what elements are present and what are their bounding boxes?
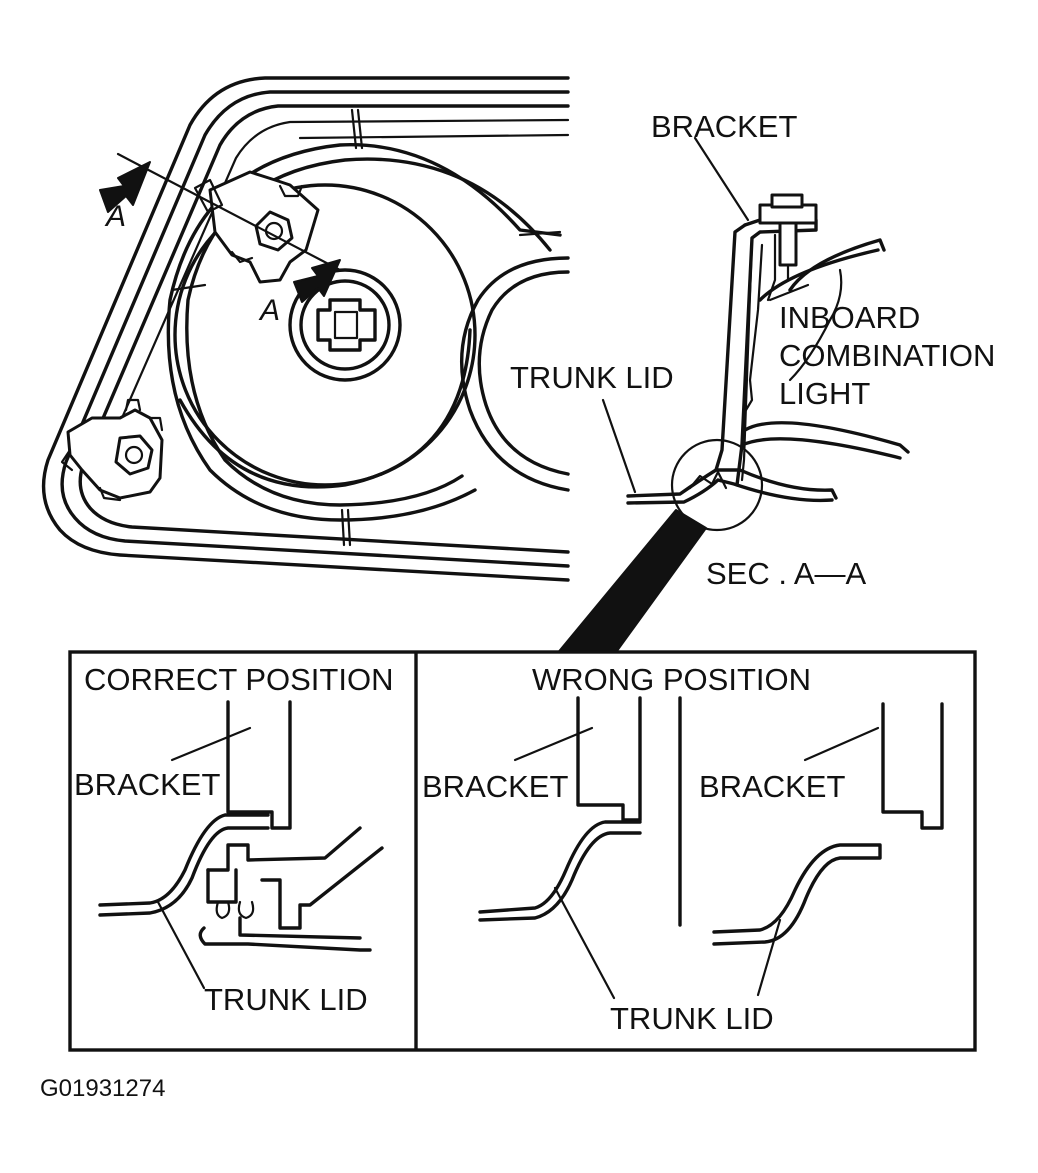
- detail-callout-wedge: [555, 509, 707, 656]
- correct-bracket-label: BRACKET: [74, 767, 220, 802]
- correct-trunk-lid-label: TRUNK LID: [204, 982, 368, 1017]
- section-light-label-2: COMBINATION: [779, 338, 995, 373]
- wrong-position-drawing-1: [478, 696, 682, 1000]
- lamp-assembly-view: [41, 76, 570, 582]
- section-arrow-upper: [99, 161, 151, 213]
- section-a-a-label: SEC . A—A: [706, 556, 867, 591]
- section-trunk-lid-label: TRUNK LID: [510, 360, 674, 395]
- correct-position-drawing: [98, 700, 384, 990]
- wrong-bracket-label-1: BRACKET: [422, 769, 568, 804]
- section-light-label-3: LIGHT: [779, 376, 870, 411]
- section-arrow-lower: [293, 259, 341, 303]
- arrow-label-a-1: A: [104, 200, 126, 233]
- figure-id: G01931274: [40, 1075, 165, 1102]
- section-light-label-1: INBOARD: [779, 300, 920, 335]
- section-bracket-label: BRACKET: [651, 109, 797, 144]
- wrong-position-drawing-2: [712, 702, 944, 997]
- correct-position-title: CORRECT POSITION: [84, 662, 393, 697]
- detail-box: [68, 650, 977, 1052]
- wrong-position-title: WRONG POSITION: [532, 662, 811, 697]
- section-a-a-view: [555, 136, 910, 656]
- arrow-label-a-2: A: [258, 294, 280, 327]
- wrong-bracket-label-2: BRACKET: [699, 769, 845, 804]
- wrong-trunk-lid-label: TRUNK LID: [610, 1001, 774, 1036]
